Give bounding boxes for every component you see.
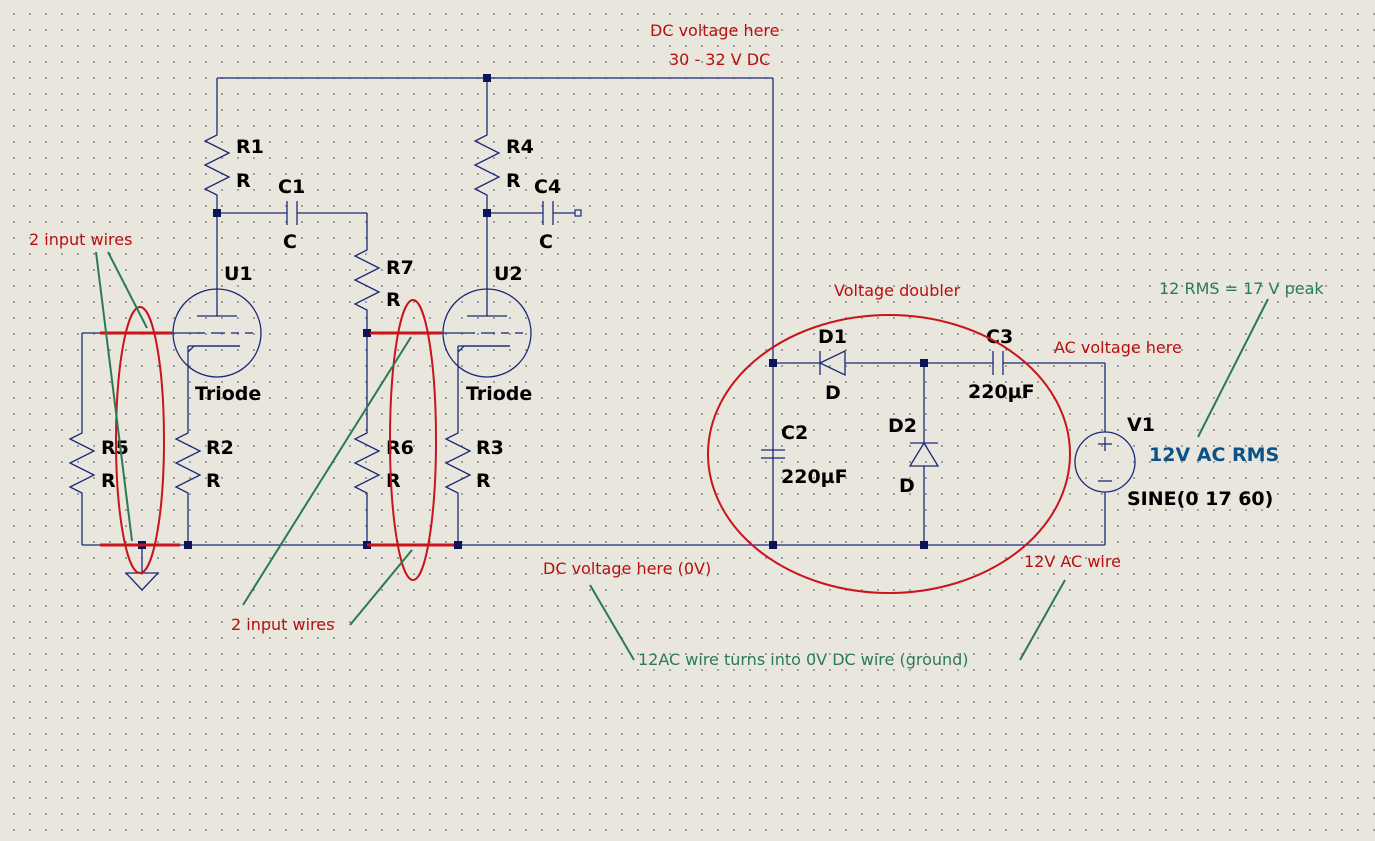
r1-value: R: [236, 170, 251, 192]
c1-value: C: [283, 231, 297, 253]
c2-name: C2: [781, 422, 808, 444]
c1-name: C1: [278, 176, 305, 198]
c3-value: 220µF: [968, 381, 1035, 403]
junction-dot: [483, 74, 491, 82]
v1-name: V1: [1127, 414, 1155, 436]
d2-name: D2: [888, 415, 917, 437]
c4-name: C4: [534, 176, 561, 198]
note-ground: 12AC wire turns into 0V DC wire (ground): [638, 650, 969, 669]
pointer-line: [349, 549, 413, 626]
diode-d2[interactable]: D2 D: [888, 415, 940, 497]
pointer-line: [95, 251, 133, 542]
junction-dot: [363, 329, 371, 337]
note-voltage-doubler: Voltage doubler: [834, 281, 961, 300]
highlight-ellipse-middle: [389, 299, 437, 581]
r2-name: R2: [206, 437, 234, 459]
r4-name: R4: [506, 136, 534, 158]
note-ac-wire: 12V AC wire: [1024, 552, 1121, 571]
note-dc-voltage-value: 30 - 32 V DC: [669, 50, 770, 69]
u2-name: U2: [494, 263, 523, 285]
v1-value: SINE(0 17 60): [1127, 488, 1273, 510]
resistor-r6[interactable]: R6 R: [353, 425, 414, 505]
r3-value: R: [476, 470, 491, 492]
junction-dot: [920, 541, 928, 549]
r7-name: R7: [386, 257, 414, 279]
d1-value: D: [825, 382, 841, 404]
resistor-r7[interactable]: R7 R: [353, 240, 414, 315]
v1-rms-label: 12V AC RMS: [1149, 444, 1279, 466]
ground-symbol: [124, 572, 160, 591]
capacitor-c4[interactable]: C4 C: [534, 176, 561, 253]
r5-name: R5: [101, 437, 129, 459]
note-input-wires-bottom: 2 input wires: [231, 615, 334, 634]
voltage-source-v1[interactable]: V1 12V AC RMS SINE(0 17 60): [1074, 414, 1279, 510]
capacitor-c2[interactable]: C2 220µF: [761, 422, 848, 488]
note-rms-peak: 12 RMS = 17 V peak: [1159, 279, 1324, 298]
d1-name: D1: [818, 326, 847, 348]
note-ac-voltage-here: AC voltage here: [1054, 338, 1182, 357]
resistor-r3[interactable]: R3 R: [444, 425, 504, 505]
c4-open-terminal: [574, 209, 582, 217]
annotation-notes: DC voltage here 30 - 32 V DC 2 input wir…: [29, 21, 1324, 669]
annotation-highlights: [95, 251, 1269, 661]
junction-dot: [454, 541, 462, 549]
pointer-line: [107, 251, 148, 329]
r6-value: R: [386, 470, 401, 492]
note-dc-voltage-top: DC voltage here: [650, 21, 780, 40]
resistor-r4[interactable]: R4 R: [473, 125, 534, 200]
pointer-line: [589, 584, 635, 661]
note-input-wires-left: 2 input wires: [29, 230, 132, 249]
pointer-line: [1197, 298, 1269, 438]
r5-value: R: [101, 470, 116, 492]
junction-dot: [769, 541, 777, 549]
triode-u1[interactable]: U1 Triode: [172, 263, 262, 405]
d2-value: D: [899, 475, 915, 497]
capacitor-c1[interactable]: C1 C: [278, 176, 305, 253]
triode-u2[interactable]: U2 Triode: [442, 263, 532, 405]
pointer-line: [1019, 579, 1066, 661]
r6-name: R6: [386, 437, 414, 459]
u1-name: U1: [224, 263, 253, 285]
u2-value: Triode: [466, 383, 532, 405]
r2-value: R: [206, 470, 221, 492]
junction-dot: [184, 541, 192, 549]
junction-dot: [769, 359, 777, 367]
r7-value: R: [386, 289, 401, 311]
highlight-ellipse-doubler: [707, 314, 1071, 594]
junction-dot: [483, 209, 491, 217]
u1-value: Triode: [195, 383, 261, 405]
r1-name: R1: [236, 136, 264, 158]
c2-value: 220µF: [781, 466, 848, 488]
r4-value: R: [506, 170, 521, 192]
diode-d1[interactable]: D1 D: [818, 326, 847, 404]
highlight-ellipse-left: [115, 306, 165, 574]
resistor-r2[interactable]: R2 R: [174, 425, 234, 505]
pointer-line: [242, 336, 412, 606]
c3-name: C3: [986, 326, 1013, 348]
r3-name: R3: [476, 437, 504, 459]
c4-value: C: [539, 231, 553, 253]
note-dc-voltage-bottom: DC voltage here (0V): [543, 559, 711, 578]
junction-dot: [213, 209, 221, 217]
capacitor-c3[interactable]: C3 220µF: [968, 326, 1035, 403]
junction-dot: [920, 359, 928, 367]
resistor-r1[interactable]: R1 R: [203, 125, 264, 200]
